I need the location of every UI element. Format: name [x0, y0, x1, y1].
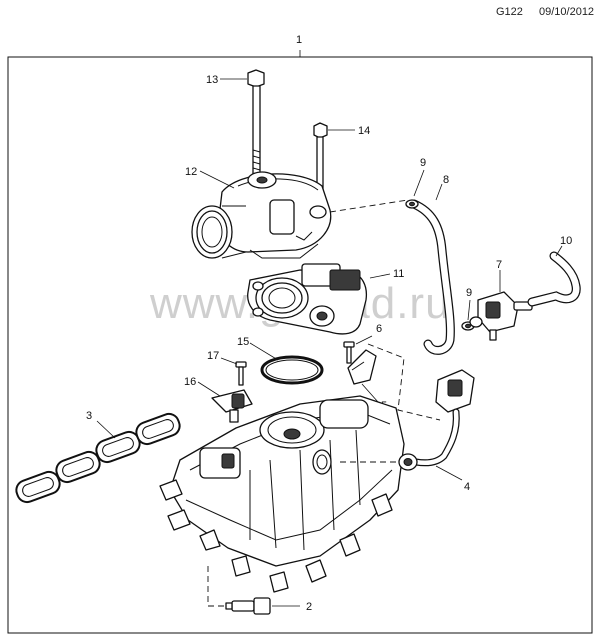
- callout-15: 15: [237, 336, 249, 348]
- part-9-clamp-upper: [405, 199, 419, 209]
- part-6-screw: [343, 341, 355, 364]
- part-11-throttle-body: [247, 263, 368, 335]
- part-2-plug: [225, 597, 271, 615]
- intake-manifold: [159, 395, 405, 593]
- part-13-bolt: [247, 69, 265, 177]
- part-15-gasket: [260, 355, 324, 385]
- part-5-bracket: [347, 349, 377, 385]
- callout-4: 4: [464, 481, 470, 493]
- callout-11: 11: [393, 268, 404, 280]
- part-16-sensor: [211, 389, 253, 423]
- part-12-air-inlet-housing: [191, 171, 332, 259]
- part-10-hose: [527, 251, 581, 307]
- callout-12: 12: [185, 166, 197, 178]
- callout-13: 13: [206, 74, 218, 86]
- diagram-date: 09/10/2012: [539, 6, 595, 18]
- callout-1: 1: [296, 34, 302, 46]
- callout-9-lower: 9: [466, 287, 472, 299]
- callout-9-upper: 9: [420, 157, 426, 169]
- callout-2: 2: [306, 601, 312, 613]
- callout-3: 3: [86, 410, 92, 422]
- part-8-hose: [409, 199, 455, 355]
- part-7-purge-valve: [469, 291, 533, 341]
- callout-7: 7: [496, 259, 502, 271]
- part-3-gasket-set: [15, 412, 181, 504]
- part-17-screw: [235, 361, 247, 386]
- callout-17: 17: [207, 350, 219, 362]
- callout-16: 16: [184, 376, 196, 388]
- callout-10: 10: [560, 235, 572, 247]
- callout-6: 6: [376, 323, 382, 335]
- callout-14: 14: [358, 125, 370, 137]
- part-4-sensor-hose: [398, 369, 475, 471]
- diagram-code: G122: [496, 6, 523, 18]
- callout-8: 8: [443, 174, 449, 186]
